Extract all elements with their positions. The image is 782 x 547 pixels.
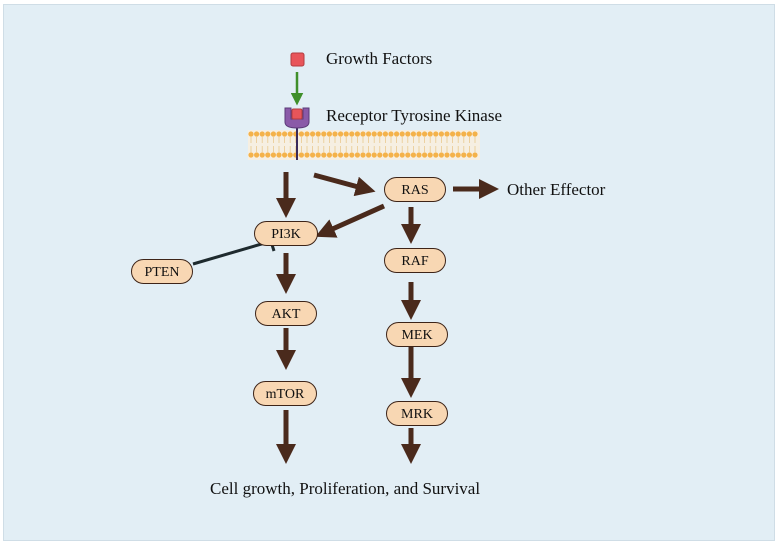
node-mrk: MRK [386, 401, 448, 426]
node-pi3k: PI3K [254, 221, 318, 246]
cell-membrane [248, 130, 480, 160]
growth-factors-label: Growth Factors [326, 49, 433, 68]
arrow-receptor-ras [313, 172, 376, 197]
outcome-label: Cell growth, Proliferation, and Survival [210, 479, 481, 498]
node-mek: MEK [386, 322, 448, 347]
growth-factor-icon [290, 52, 305, 67]
receptor-icon [284, 107, 310, 160]
node-mtor: mTOR [253, 381, 317, 406]
receptor-label: Receptor Tyrosine Kinase [326, 106, 503, 125]
arrow-ras-pi3k [315, 203, 386, 238]
other-effector-label: Other Effector [507, 180, 606, 199]
node-raf: RAF [384, 248, 446, 273]
node-pten: PTEN [131, 259, 193, 284]
node-akt: AKT [255, 301, 317, 326]
node-ras: RAS [384, 177, 446, 202]
